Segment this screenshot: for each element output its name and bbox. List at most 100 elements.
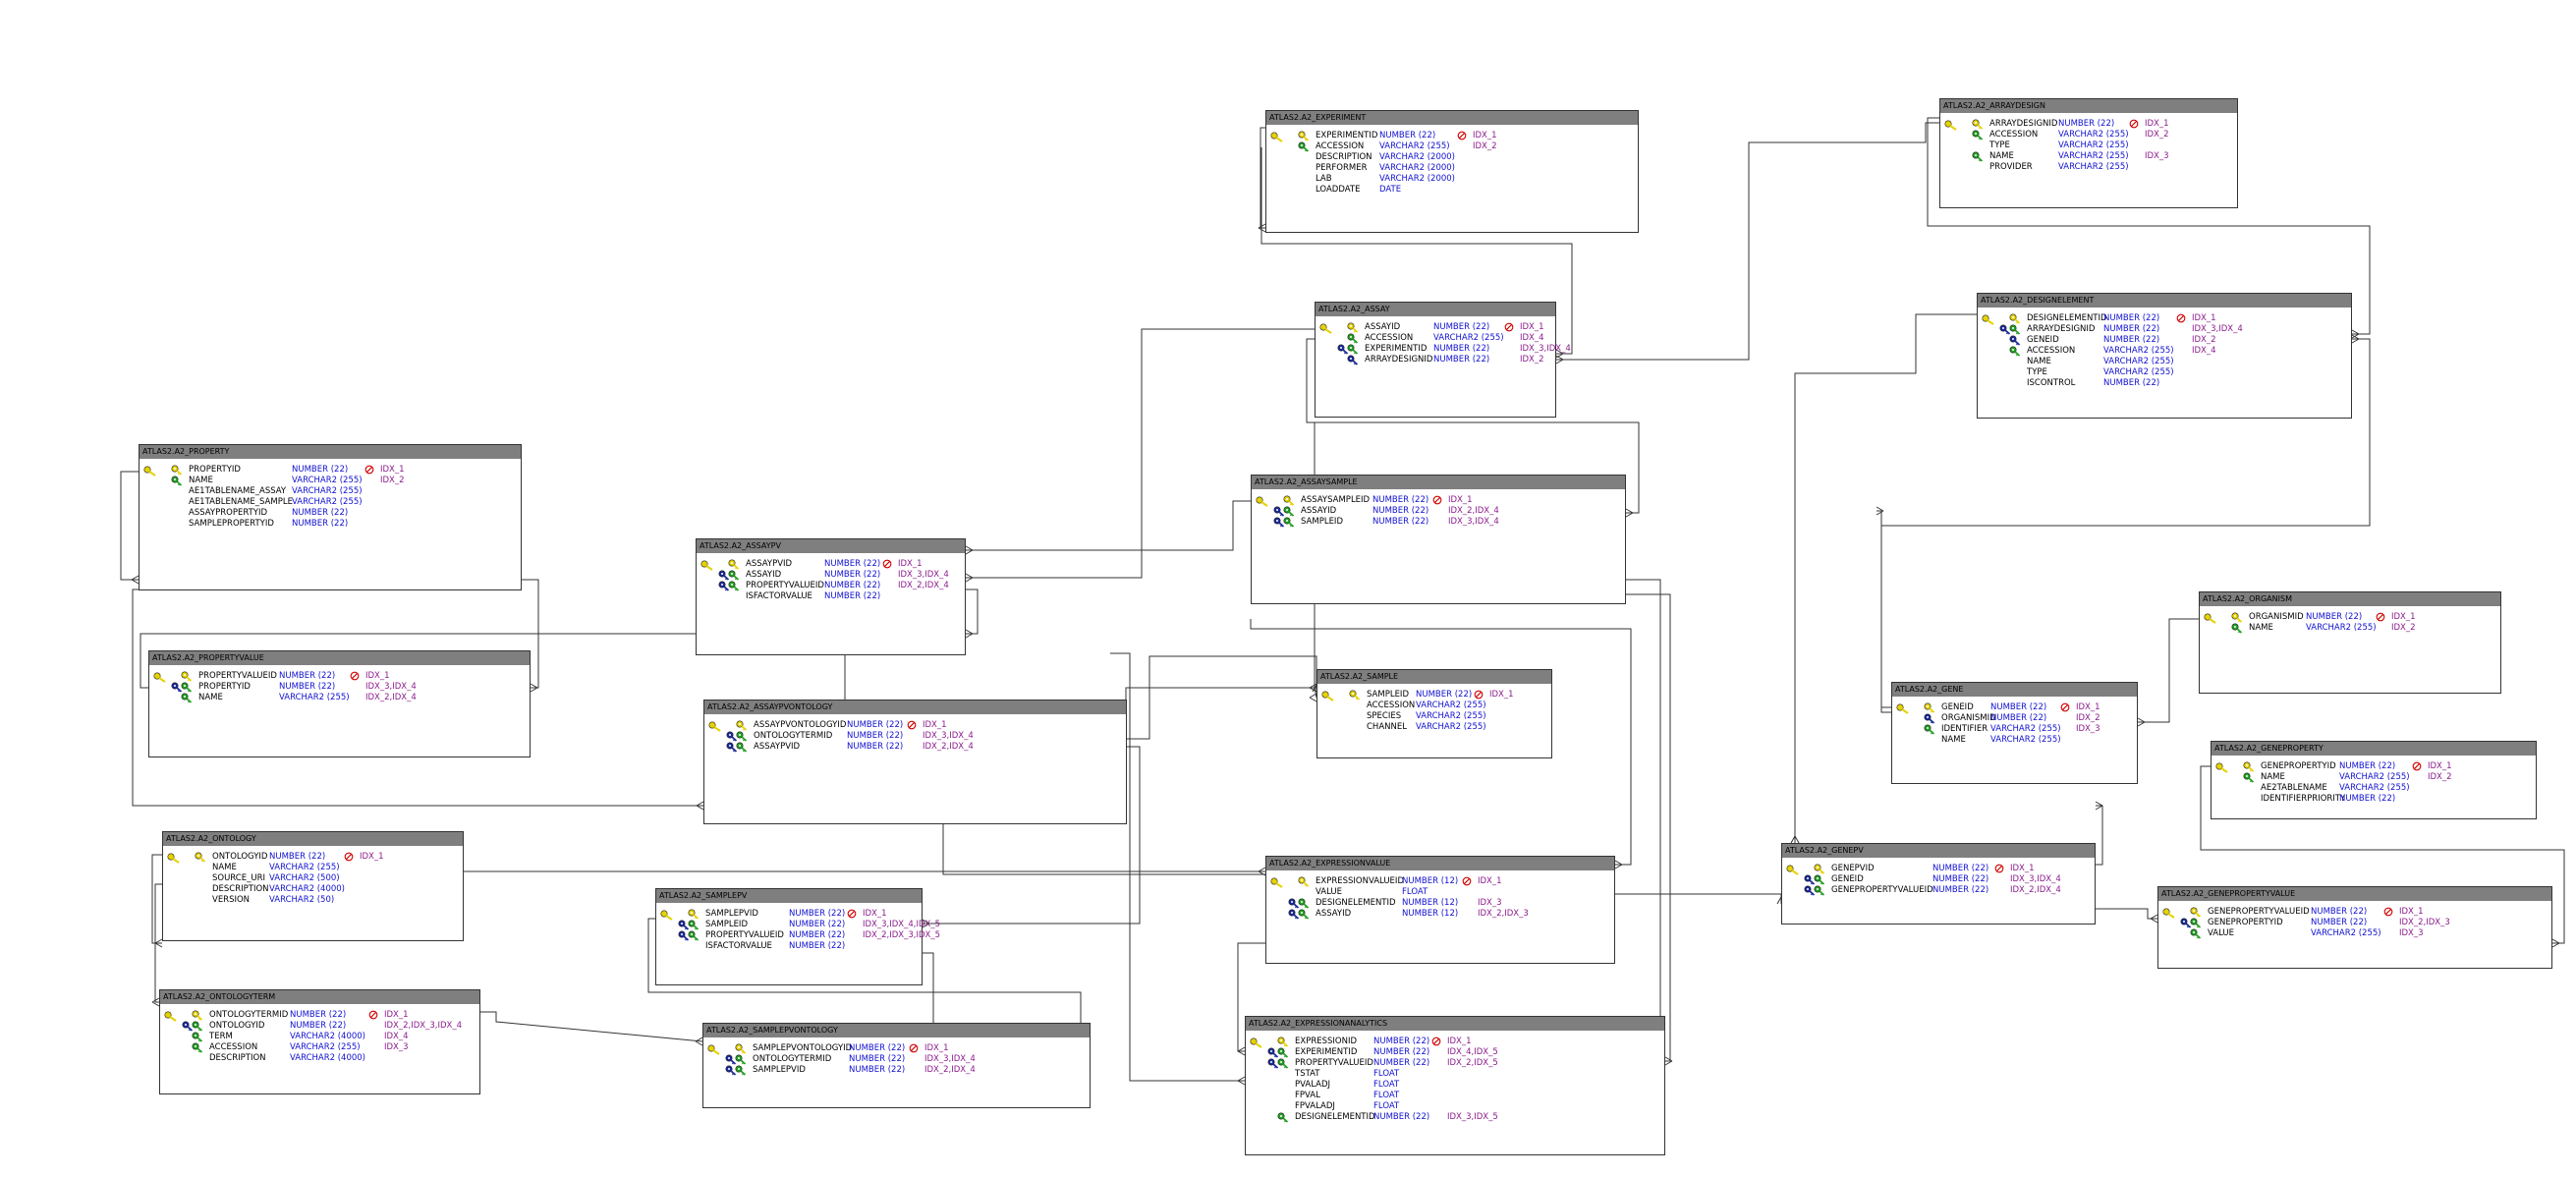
- entity-title[interactable]: ATLAS2.A2_EXPRESSIONANALYTICS: [1246, 1017, 1664, 1031]
- relationship-line[interactable]: [966, 500, 1251, 551]
- relationship-line[interactable]: [1127, 655, 1317, 740]
- entity-title[interactable]: ATLAS2.A2_ONTOLOGYTERM: [160, 990, 479, 1004]
- entity-expressionvalue[interactable]: ATLAS2.A2_EXPRESSIONVALUE EXPRESSIONVALU…: [1265, 856, 1615, 964]
- relationship-line[interactable]: [480, 1011, 703, 1042]
- entity-title[interactable]: ATLAS2.A2_PROPERTYVALUE: [149, 651, 530, 665]
- relationship-line[interactable]: [2138, 618, 2199, 723]
- entity-title[interactable]: ATLAS2.A2_ORGANISM: [2200, 592, 2500, 606]
- relationship-line[interactable]: [2096, 908, 2157, 920]
- entity-title[interactable]: ATLAS2.A2_SAMPLE: [1317, 670, 1551, 684]
- entity-title[interactable]: ATLAS2.A2_EXPERIMENT: [1266, 111, 1638, 125]
- entity-title[interactable]: ATLAS2.A2_ARRAYDESIGN: [1940, 99, 2237, 113]
- entity-title[interactable]: ATLAS2.A2_GENEPV: [1782, 844, 2095, 858]
- entity-genepropertyvalue[interactable]: ATLAS2.A2_GENEPROPERTYVALUE GENEPROPERTY…: [2157, 886, 2552, 969]
- entity-assaypvontology[interactable]: ATLAS2.A2_ASSAYPVONTOLOGY ASSAYPVONTOLOG…: [703, 700, 1127, 824]
- relationship-line[interactable]: [1125, 687, 1316, 766]
- relationship-line[interactable]: [1615, 893, 1782, 904]
- relationship-line[interactable]: [154, 883, 162, 1003]
- entity-title[interactable]: ATLAS2.A2_GENE: [1892, 683, 2137, 697]
- relationship-line[interactable]: [1110, 652, 1245, 1082]
- relationship-line[interactable]: [1626, 579, 1665, 1023]
- relationship-line[interactable]: [1876, 510, 1891, 713]
- relationship-line[interactable]: [966, 588, 979, 635]
- entity-title[interactable]: ATLAS2.A2_GENEPROPERTY: [2212, 742, 2536, 756]
- entity-title[interactable]: ATLAS2.A2_SAMPLEPV: [656, 889, 922, 903]
- entity-title[interactable]: ATLAS2.A2_SAMPLEPVONTOLOGY: [703, 1024, 1090, 1037]
- relationship-line[interactable]: [120, 471, 139, 581]
